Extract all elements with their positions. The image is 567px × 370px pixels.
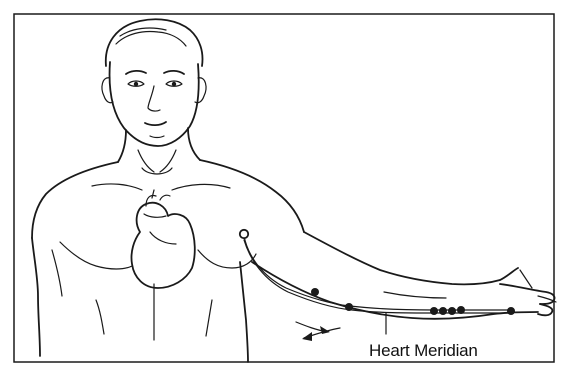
acupoint bbox=[430, 307, 438, 315]
heart-meridian-label: Heart Meridian bbox=[369, 341, 478, 361]
heart-meridian-line bbox=[244, 236, 512, 313]
extended-arm-outline bbox=[252, 232, 556, 319]
torso-outline bbox=[32, 160, 304, 362]
acupoint-start bbox=[240, 230, 248, 238]
acupoint bbox=[311, 288, 319, 296]
acupoint bbox=[439, 307, 447, 315]
acupoint bbox=[345, 303, 353, 311]
acupoint bbox=[448, 307, 456, 315]
acupoint bbox=[507, 307, 515, 315]
meridian-points bbox=[240, 230, 515, 315]
flow-direction-arrows bbox=[296, 322, 340, 341]
head-outline bbox=[102, 19, 206, 146]
acupoint bbox=[457, 306, 465, 314]
heart-organ bbox=[131, 190, 194, 288]
